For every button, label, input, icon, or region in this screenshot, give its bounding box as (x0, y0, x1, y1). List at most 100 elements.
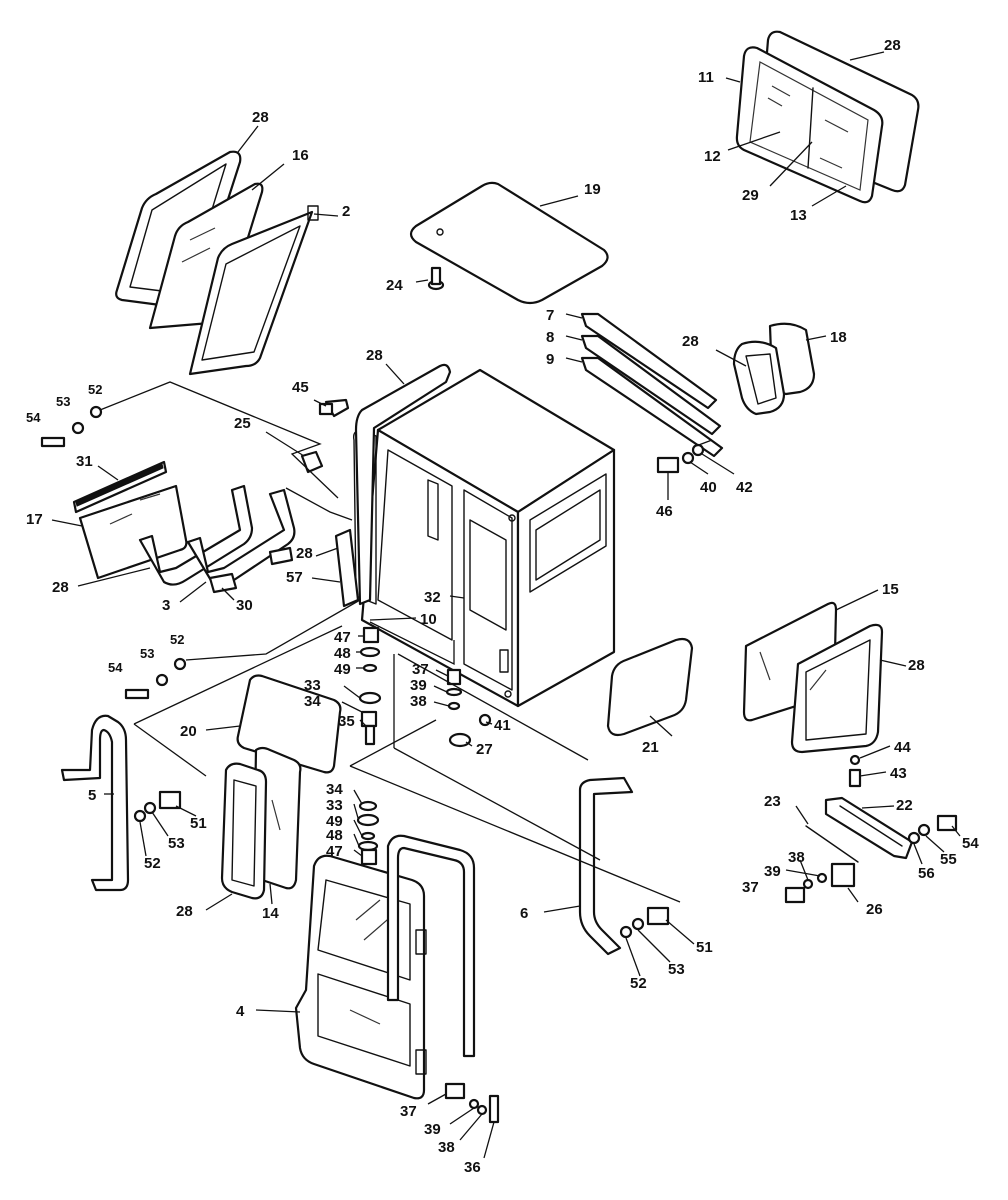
part-screw-43 (848, 754, 862, 788)
part-plug-27 (448, 732, 472, 748)
callout-label: 38 (788, 849, 805, 866)
callout-label: 36 (464, 1159, 481, 1176)
callout-label: 52 (88, 382, 102, 397)
callout-label: 56 (918, 865, 935, 882)
callout-label: 6 (520, 905, 528, 922)
callout-label: 40 (700, 479, 717, 496)
callout-label: 34 (304, 693, 321, 710)
callout-label: 28 (52, 579, 69, 596)
callout-label: 54 (108, 660, 123, 675)
part-door-fastener-set (444, 1082, 500, 1124)
callout-label: 51 (696, 939, 713, 956)
part-window-17 (78, 484, 188, 580)
part-rod-23 (805, 825, 859, 863)
callout-label: 39 (410, 677, 427, 694)
callout-label: 27 (476, 741, 493, 758)
callout-label: 28 (884, 37, 901, 54)
part-front-window-frame (188, 205, 319, 376)
part-window-21 (606, 637, 694, 737)
callout-label: 29 (742, 187, 759, 204)
part-strip-31 (72, 460, 168, 514)
part-bracket-22 (824, 796, 914, 860)
callout-label: 46 (656, 503, 673, 520)
part-bolt-washers-54c (907, 814, 958, 845)
callout-label: 39 (764, 863, 781, 880)
part-bolt-washers-5 (133, 790, 182, 823)
callout-label: 48 (326, 827, 343, 844)
callout-label: 53 (140, 646, 154, 661)
part-frame-3 (138, 484, 296, 594)
callout-label: 21 (642, 739, 659, 756)
callout-labels: 28 11 12 29 13 28 16 2 19 24 7 8 9 28 18… (26, 37, 979, 1176)
callout-label: 26 (866, 901, 883, 918)
callout-label: 37 (412, 661, 429, 678)
callout-label: 49 (326, 813, 343, 830)
part-latch-26 (784, 862, 856, 904)
part-handrail-5 (60, 714, 130, 892)
callout-label: 2 (342, 203, 350, 220)
callout-label: 24 (386, 277, 403, 294)
part-rear-window (732, 322, 816, 416)
callout-label: 7 (546, 307, 554, 324)
part-door-seal-4 (386, 834, 476, 1058)
callout-label: 20 (180, 723, 197, 740)
part-roof-panel (409, 181, 609, 305)
callout-label: 28 (252, 109, 269, 126)
callout-label: 39 (424, 1121, 441, 1138)
callout-label: 18 (830, 329, 847, 346)
callout-label: 14 (262, 905, 279, 922)
callout-label: 52 (170, 632, 184, 647)
callout-label: 4 (236, 1003, 245, 1020)
callout-label: 47 (334, 629, 351, 646)
part-latch-25 (300, 450, 324, 474)
part-front-window-glass (148, 182, 264, 330)
part-bolt-washers-6 (619, 906, 670, 939)
part-grommet (427, 266, 445, 291)
callout-label: 37 (400, 1103, 417, 1120)
part-bolt-45 (318, 398, 350, 418)
callout-label: 33 (326, 797, 343, 814)
callout-label: 52 (630, 975, 647, 992)
callout-label: 51 (190, 815, 207, 832)
callout-label: 19 (584, 181, 601, 198)
callout-label: 43 (890, 765, 907, 782)
callout-label: 37 (742, 879, 759, 896)
callout-label: 53 (168, 835, 185, 852)
callout-label: 28 (296, 545, 313, 562)
callout-label: 25 (234, 415, 251, 432)
callout-label: 28 (176, 903, 193, 920)
part-handrail-6 (578, 776, 634, 956)
callout-label: 22 (896, 797, 913, 814)
callout-label: 28 (366, 347, 383, 364)
callout-label: 10 (420, 611, 437, 628)
callout-label: 9 (546, 351, 554, 368)
callout-label: 35 (338, 713, 355, 730)
part-seal-57 (334, 528, 360, 608)
callout-label: 3 (162, 597, 170, 614)
callout-label: 28 (908, 657, 925, 674)
callout-label: 13 (790, 207, 807, 224)
part-window-seal-15 (790, 623, 884, 754)
callout-label: 41 (494, 717, 511, 734)
callout-label: 55 (940, 851, 957, 868)
callout-label: 15 (882, 581, 899, 598)
callout-label: 23 (764, 793, 781, 810)
part-door-4 (294, 854, 427, 1100)
callout-label: 52 (144, 855, 161, 872)
callout-label: 8 (546, 329, 554, 346)
callout-label: 12 (704, 148, 721, 165)
callout-label: 28 (682, 333, 699, 350)
callout-label: 45 (292, 379, 309, 396)
callout-label: 5 (88, 787, 96, 804)
callout-label: 16 (292, 147, 309, 164)
part-brace-set (580, 312, 724, 458)
callout-label: 31 (76, 453, 93, 470)
callout-label: 34 (326, 781, 343, 798)
callout-label: 54 (962, 835, 979, 852)
callout-label: 48 (334, 645, 351, 662)
callout-label: 47 (326, 843, 343, 860)
part-mount-stack-37 (445, 668, 463, 711)
callout-label: 33 (304, 677, 321, 694)
part-window-seal-14 (220, 762, 268, 900)
